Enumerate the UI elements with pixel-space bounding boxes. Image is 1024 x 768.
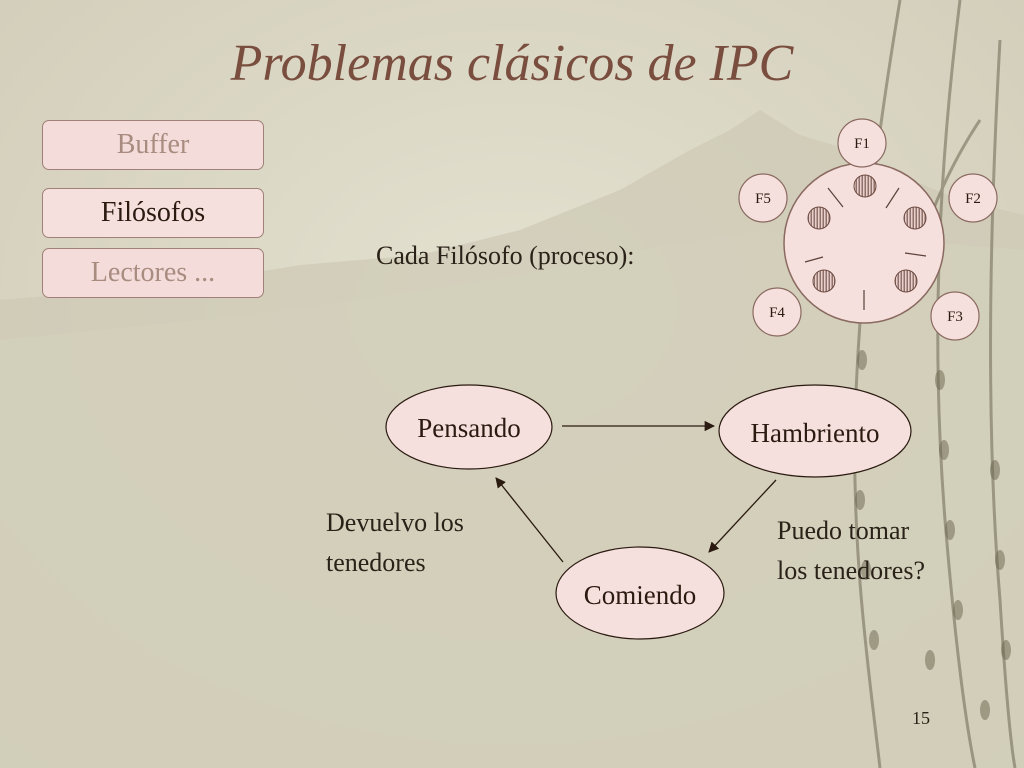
plate-4 [812, 269, 836, 293]
page-number: 15 [912, 708, 930, 728]
plates [807, 174, 927, 293]
philosopher-nodes: F1 F2 F3 F4 F5 [738, 118, 998, 341]
arrow-hungry-to-eating [708, 479, 777, 553]
state-thinking-label: Pensando [417, 413, 521, 443]
fork-4 [804, 256, 824, 263]
intro-text: Cada Filósofo (proceso): [376, 241, 635, 270]
philosopher-label-f1: F1 [854, 136, 870, 152]
nav-buffer-button[interactable]: Buffer [42, 120, 264, 170]
state-thinking-node [385, 384, 553, 470]
forks [804, 187, 927, 310]
state-eating-node [555, 546, 725, 640]
fork-5 [827, 187, 844, 208]
nav-lectores-button[interactable]: Lectores ... [42, 248, 264, 298]
state-hungry-node [718, 384, 912, 478]
state-diagram: Pensando Hambriento Comiendo [385, 384, 912, 640]
transition-label-return-forks: Devuelvo los tenedores [326, 508, 464, 577]
philosopher-label-f3: F3 [947, 309, 963, 325]
nav-filosofos-button[interactable]: Filósofos [42, 188, 264, 238]
arrow-eating-to-thinking [495, 477, 564, 563]
philosopher-label-f5: F5 [755, 191, 771, 207]
state-eating-label: Comiendo [584, 580, 697, 610]
plate-3 [894, 269, 918, 293]
plate-5 [807, 206, 831, 230]
state-hungry-label: Hambriento [751, 418, 880, 448]
fork-2 [904, 252, 927, 257]
slide-title: Problemas clásicos de IPC [230, 35, 794, 92]
plate-1 [853, 174, 877, 198]
transition-label-take-forks: Puedo tomar los tenedores? [777, 516, 926, 585]
plate-2 [903, 206, 927, 230]
fork-1 [885, 187, 900, 209]
philosopher-label-f4: F4 [769, 305, 785, 321]
philosopher-label-f2: F2 [965, 191, 981, 207]
